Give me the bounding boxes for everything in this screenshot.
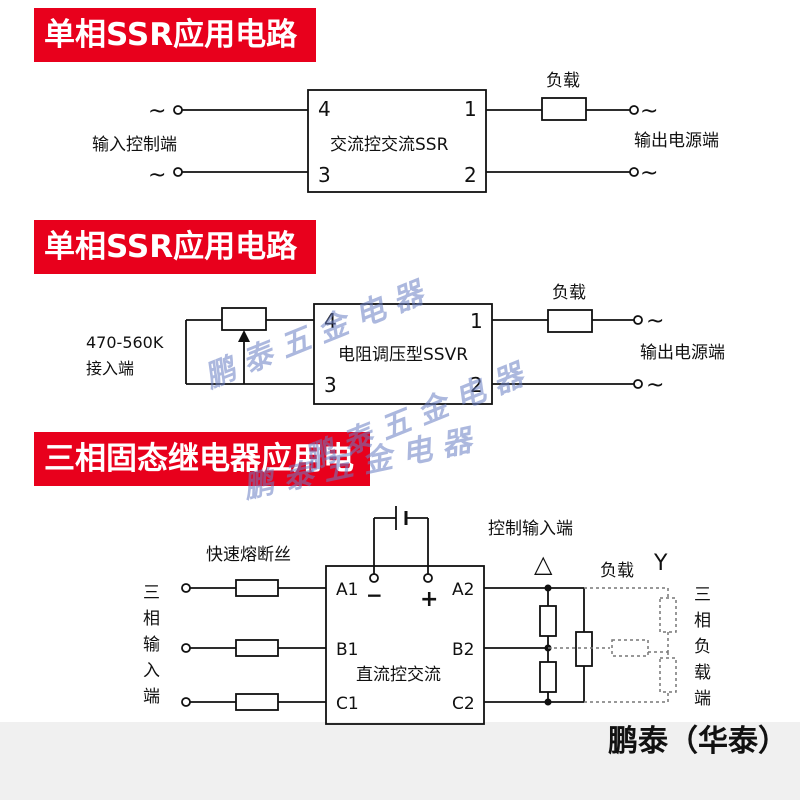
potentiometer-wiper-arrow bbox=[238, 330, 250, 342]
brand-label: 鹏泰（华泰） bbox=[608, 724, 788, 759]
wye-symbol: Y bbox=[653, 551, 668, 576]
load-side-char-3: 负 bbox=[694, 637, 711, 657]
output-tilde-top: ~ bbox=[640, 99, 658, 124]
potentiometer bbox=[221, 307, 267, 331]
resistor-access-label: 接入端 bbox=[86, 359, 134, 378]
output-terminal-bottom-2 bbox=[633, 379, 643, 389]
watermark-1: 鹏 泰 五 金 电 器 bbox=[199, 275, 431, 396]
load-resistor-2 bbox=[547, 309, 593, 333]
three-phase-input-char-2: 相 bbox=[143, 609, 160, 629]
fuse-c bbox=[235, 693, 279, 711]
ssr-pin-3: 3 bbox=[318, 163, 331, 187]
pin-c2: C2 bbox=[452, 694, 475, 714]
dc-terminal-minus bbox=[369, 573, 379, 583]
fuse-b bbox=[235, 639, 279, 657]
delta-resistor-upper bbox=[539, 605, 557, 637]
output-power-label: 输出电源端 bbox=[634, 131, 719, 151]
fuse-label: 快速熔断丝 bbox=[206, 545, 291, 565]
resistor-value-label: 470-560K bbox=[86, 333, 164, 352]
load-side-char-5: 端 bbox=[694, 689, 711, 709]
pin-b2: B2 bbox=[452, 640, 474, 660]
three-phase-ssr-box bbox=[325, 565, 485, 725]
dc-plus-sign: + bbox=[420, 587, 438, 612]
pin-a1: A1 bbox=[336, 580, 358, 600]
footer-band bbox=[0, 722, 800, 800]
ssr-pin-4: 4 bbox=[318, 97, 331, 121]
wye-load bbox=[548, 587, 677, 703]
ssr-pin-1: 1 bbox=[464, 97, 477, 121]
output-terminal-bottom bbox=[629, 167, 639, 177]
output-power-label-2: 输出电源端 bbox=[640, 343, 725, 363]
three-phase-box-label: 直流控交流 bbox=[356, 665, 441, 685]
junction-a bbox=[544, 584, 552, 592]
load-side-char-2: 相 bbox=[694, 611, 711, 631]
three-phase-input-char-1: 三 bbox=[143, 583, 160, 603]
pin-c1: C1 bbox=[336, 694, 359, 714]
output-tilde-bottom-2: ~ bbox=[646, 373, 664, 398]
input-terminal-top bbox=[173, 105, 183, 115]
pin-b1: B1 bbox=[336, 640, 358, 660]
output-tilde-bottom: ~ bbox=[640, 161, 658, 186]
load-label-3: 负载 bbox=[600, 561, 634, 581]
dc-terminal-plus bbox=[423, 573, 433, 583]
ssvr-pin-3: 3 bbox=[324, 373, 337, 397]
control-input-label: 控制输入端 bbox=[488, 519, 573, 539]
ssvr-box-label: 电阻调压型SSVR bbox=[338, 345, 468, 365]
input-tilde-top: ~ bbox=[148, 99, 166, 124]
ssr-box bbox=[307, 89, 487, 193]
ssvr-pin-2: 2 bbox=[470, 373, 483, 397]
three-phase-input-char-4: 入 bbox=[143, 661, 160, 681]
output-terminal-top bbox=[629, 105, 639, 115]
ssr-box-label: 交流控交流SSR bbox=[330, 135, 449, 155]
input-control-label: 输入控制端 bbox=[92, 135, 177, 155]
junction-c bbox=[544, 698, 552, 706]
ssvr-box bbox=[313, 303, 493, 405]
ssr-pin-2: 2 bbox=[464, 163, 477, 187]
fuse-a bbox=[235, 579, 279, 597]
input-terminal-bottom bbox=[173, 167, 183, 177]
phase-a-input-terminal bbox=[181, 583, 191, 593]
pin-a2: A2 bbox=[452, 580, 474, 600]
output-terminal-top-2 bbox=[633, 315, 643, 325]
load-label: 负载 bbox=[546, 71, 580, 91]
section-title-single-phase-ssr: 单相SSR应用电路 bbox=[34, 8, 316, 62]
ssvr-pin-4: 4 bbox=[324, 309, 337, 333]
output-tilde-top-2: ~ bbox=[646, 309, 664, 334]
delta-resistor-right bbox=[575, 631, 593, 667]
phase-c-input-terminal bbox=[181, 697, 191, 707]
section-title-single-phase-ssvr: 单相SSR应用电路 bbox=[34, 220, 316, 274]
phase-b-input-terminal bbox=[181, 643, 191, 653]
input-tilde-bottom: ~ bbox=[148, 163, 166, 188]
three-phase-input-char-5: 端 bbox=[143, 687, 160, 707]
section-title-three-phase-ssr: 三相固态继电器应用电路 bbox=[34, 432, 370, 531]
load-label-2: 负载 bbox=[552, 283, 586, 303]
dc-minus-sign: − bbox=[366, 583, 383, 607]
delta-symbol: △ bbox=[534, 550, 553, 578]
load-resistor bbox=[541, 97, 587, 121]
load-side-char-4: 载 bbox=[694, 663, 711, 683]
three-phase-input-char-3: 输 bbox=[143, 635, 160, 655]
delta-resistor-lower bbox=[539, 661, 557, 693]
ssvr-pin-1: 1 bbox=[470, 309, 483, 333]
load-side-char-1: 三 bbox=[694, 585, 711, 605]
